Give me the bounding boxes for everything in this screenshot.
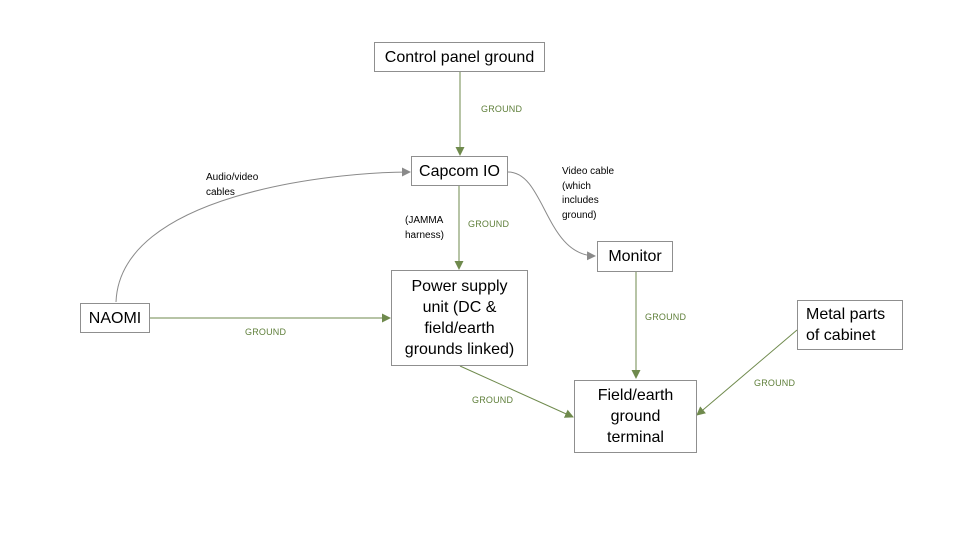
edge-metal-to-terminal — [696, 329, 798, 416]
label-ground-capcom-psu: GROUND — [468, 219, 510, 229]
label-ground-naomi-psu: GROUND — [245, 327, 287, 337]
node-monitor: Monitor — [597, 241, 673, 272]
node-power-supply: Power supply unit (DC & field/earth grou… — [391, 270, 528, 366]
label-ground-psu-terminal: GROUND — [472, 395, 514, 405]
note-video-cable: Video cable (which includes ground) — [562, 166, 615, 221]
node-control-panel-ground: Control panel ground — [374, 42, 545, 72]
label-ground-control-capcom: GROUND — [481, 104, 523, 114]
node-capcom-io: Capcom IO — [411, 156, 508, 186]
edge-psu-to-terminal — [459, 365, 574, 418]
note-jamma: (JAMMA harness) — [405, 215, 444, 241]
node-field-earth-terminal: Field/earth ground terminal — [574, 380, 697, 453]
node-naomi: NAOMI — [80, 303, 150, 333]
edge-naomi-to-capcom — [115, 167, 411, 303]
edge-capcom-to-monitor — [507, 171, 596, 261]
label-ground-monitor-terminal: GROUND — [645, 312, 687, 322]
label-ground-metal-terminal: GROUND — [754, 378, 796, 388]
note-audio-video: Audio/video cables — [206, 172, 259, 198]
node-metal-parts: Metal parts of cabinet — [797, 300, 903, 350]
